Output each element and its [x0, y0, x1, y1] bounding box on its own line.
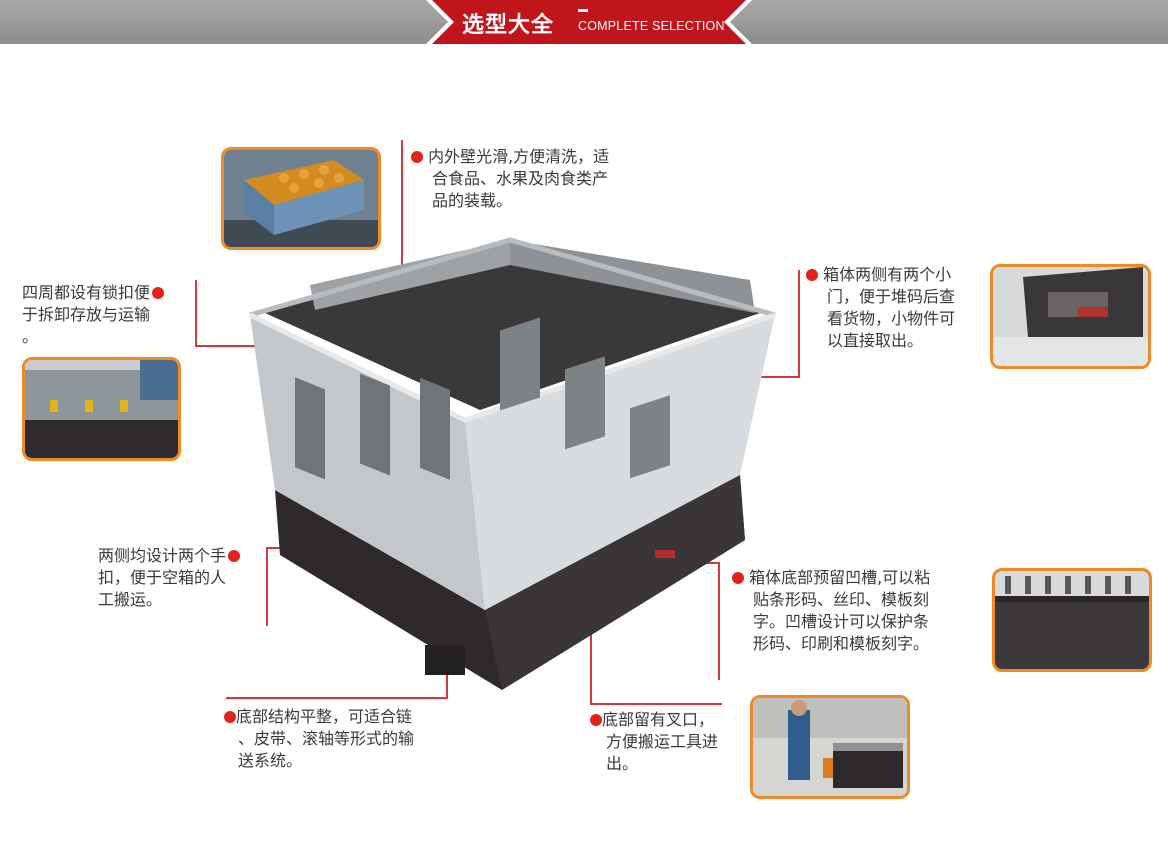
- connector-groove-v: [718, 562, 720, 680]
- connector-lock-v: [195, 280, 197, 346]
- connector-door-v: [798, 270, 800, 378]
- connector-fork-v: [590, 620, 592, 704]
- callout-line: 形码、印刷和模板刻字。: [753, 634, 930, 653]
- header-banner: 选型大全 COMPLETE SELECTION: [418, 0, 760, 44]
- callout-line: 看货物，小物件可: [827, 309, 956, 328]
- bullet-dot-icon: [732, 572, 744, 584]
- pallet-box-image: [248, 237, 776, 690]
- callout-line: 四周都设有锁扣便: [22, 282, 165, 304]
- callout-line: 送系统。: [238, 751, 303, 770]
- callout-line: 门，便于堆码后查: [827, 287, 956, 306]
- callout-line: 、皮带、滚轴等形式的输: [238, 729, 415, 748]
- callout-line: 方便搬运工具进: [606, 732, 719, 751]
- callout-line: 合食品、水果及肉食类产: [432, 169, 609, 188]
- bullet-dot-icon: [224, 711, 236, 723]
- callout-line: 贴条形码、丝印、模板刻: [753, 590, 930, 609]
- callout-line: 底部留有叉口，: [590, 709, 718, 731]
- callout-line: 于拆卸存放与运输: [22, 305, 151, 324]
- page-title: 选型大全: [462, 13, 555, 38]
- bullet-dot-icon: [590, 714, 602, 726]
- callout-fork-entry: 底部留有叉口， 方便搬运工具进 出。: [590, 709, 718, 775]
- connector-door-h: [738, 376, 800, 378]
- thumb-fruit-crate: [221, 147, 381, 250]
- callout-line: 底部结构平整，可适合链: [224, 706, 414, 728]
- connector-inner-wall: [401, 140, 403, 305]
- bullet-dot-icon: [228, 550, 241, 562]
- bullet-dot-icon: [411, 151, 423, 163]
- callout-line: 两侧均设计两个手: [98, 545, 241, 567]
- callout-groove: 箱体底部预留凹槽,可以粘 贴条形码、丝印、模板刻 字。凹槽设计可以保护条 形码、…: [732, 567, 930, 655]
- thumb-small-door: [990, 264, 1151, 369]
- thumb-forklift: [750, 695, 910, 799]
- callout-line: 字。凹槽设计可以保护条: [753, 612, 930, 631]
- callout-line: 出。: [606, 754, 639, 773]
- connector-handle-v: [266, 548, 268, 626]
- connector-lock-h: [195, 345, 275, 347]
- connector-fork-h: [590, 703, 722, 705]
- bullet-dot-icon: [152, 287, 165, 299]
- callout-line: 箱体两侧有两个小: [806, 264, 955, 286]
- thumb-lock-latch: [22, 357, 181, 461]
- callout-line: 箱体底部预留凹槽,可以粘: [732, 567, 930, 589]
- callout-handle: 两侧均设计两个手 扣，便于空箱的人 工搬运。: [98, 545, 241, 611]
- callout-line: 内外壁光滑,方便清洗，适: [411, 146, 609, 168]
- bullet-dot-icon: [806, 269, 818, 281]
- thumb-groove: [992, 568, 1152, 672]
- connector-bottom-h: [226, 697, 448, 699]
- page-subtitle: COMPLETE SELECTION: [578, 19, 725, 33]
- callout-inner-wall: 内外壁光滑,方便清洗，适 合食品、水果及肉食类产 品的装载。: [411, 146, 609, 212]
- title-dash: [578, 9, 588, 12]
- callout-lock: 四周都设有锁扣便 于拆卸存放与运输 。: [22, 282, 165, 348]
- callout-small-door: 箱体两侧有两个小 门，便于堆码后查 看货物，小物件可 以直接取出。: [806, 264, 955, 352]
- callout-line: 。: [22, 327, 39, 346]
- callout-line: 品的装载。: [432, 191, 513, 210]
- callout-line: 工搬运。: [98, 590, 163, 609]
- banner-shape: [426, 0, 752, 44]
- callout-line: 扣，便于空箱的人: [98, 568, 227, 587]
- callout-line: 以直接取出。: [827, 331, 924, 350]
- callout-bottom-structure: 底部结构平整，可适合链 、皮带、滚轴等形式的输 送系统。: [224, 706, 414, 772]
